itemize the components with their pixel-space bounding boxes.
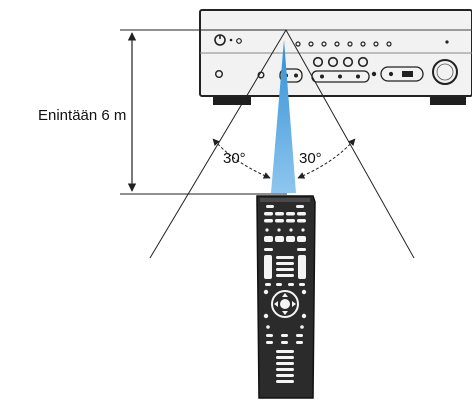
angle-arc-right bbox=[297, 138, 356, 179]
phones-jack-icon bbox=[214, 69, 223, 78]
remote-control bbox=[256, 195, 316, 399]
usb-port-icon bbox=[402, 71, 413, 77]
input-selector-buttons bbox=[295, 41, 392, 47]
info-button-icon bbox=[236, 38, 242, 44]
volume-knob-icon bbox=[432, 59, 458, 85]
remote-buttons bbox=[264, 205, 306, 286]
standby-indicator bbox=[229, 38, 233, 42]
infrared-beam bbox=[271, 40, 296, 193]
pure-direct-indicator bbox=[371, 71, 377, 77]
angle-right-label: 30° bbox=[299, 150, 322, 167]
remote-lower-buttons bbox=[266, 325, 304, 383]
aux-usb-panel bbox=[380, 66, 424, 82]
receiver-foot-right bbox=[430, 94, 466, 105]
remote-dpad bbox=[263, 289, 307, 319]
small-indicator bbox=[445, 40, 449, 44]
av-receiver bbox=[199, 9, 472, 97]
program-selector-icon bbox=[279, 68, 303, 83]
angle-arc-left bbox=[212, 138, 271, 179]
angle-left-label: 30° bbox=[223, 150, 246, 167]
tone-knobs bbox=[312, 56, 369, 68]
receiver-foot-left bbox=[213, 94, 251, 105]
max-distance-label: Enintään 6 m bbox=[38, 107, 127, 124]
